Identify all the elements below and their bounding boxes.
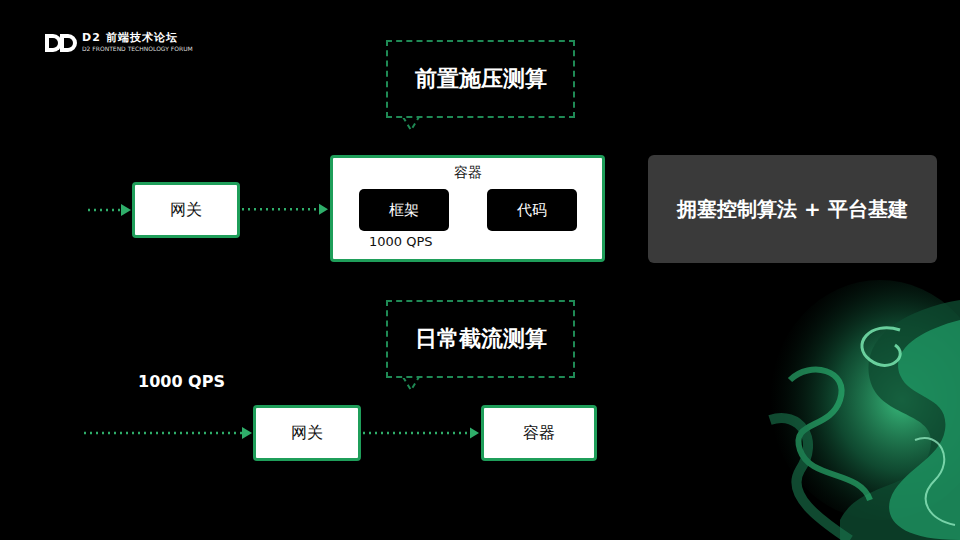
node-title: 前置施压测算 (415, 64, 547, 94)
incoming-arrowheads (121, 204, 252, 439)
gateway-box: 网关 (132, 182, 240, 238)
node-title: 容器 (523, 423, 555, 444)
container-box: 容器 1000 QPS 框架 代码 (330, 155, 605, 262)
qps-label: 1000 QPS (138, 372, 225, 391)
dotted-arrow (242, 204, 328, 215)
node-title: 日常截流测算 (415, 324, 547, 354)
gateway-box: 网关 (253, 405, 361, 461)
code-box: 代码 (487, 189, 577, 231)
callout-box: 前置施压测算 (386, 40, 575, 118)
framework-box: 框架 (359, 189, 449, 231)
node-title: 容器 (333, 164, 602, 182)
node-title: 网关 (291, 423, 323, 444)
container-box: 容器 (481, 405, 597, 461)
forum-subtitle: D2 FRONTEND TECHNOLOGY FORUM (82, 45, 193, 52)
forum-title: D2 前端技术论坛 (82, 30, 178, 45)
node-title: 框架 (389, 201, 419, 220)
logo-mark (45, 34, 77, 52)
smoke-illustration (770, 280, 960, 540)
node-title: 网关 (170, 200, 202, 221)
callout-box: 日常截流测算 (386, 300, 575, 378)
dotted-arrow (363, 428, 479, 439)
node-title: 代码 (517, 201, 547, 220)
node-note: 1000 QPS (369, 234, 433, 249)
node-title: 拥塞控制算法 + 平台基建 (677, 196, 908, 223)
strategy-panel: 拥塞控制算法 + 平台基建 (648, 155, 937, 263)
incoming-arrows (84, 210, 243, 433)
